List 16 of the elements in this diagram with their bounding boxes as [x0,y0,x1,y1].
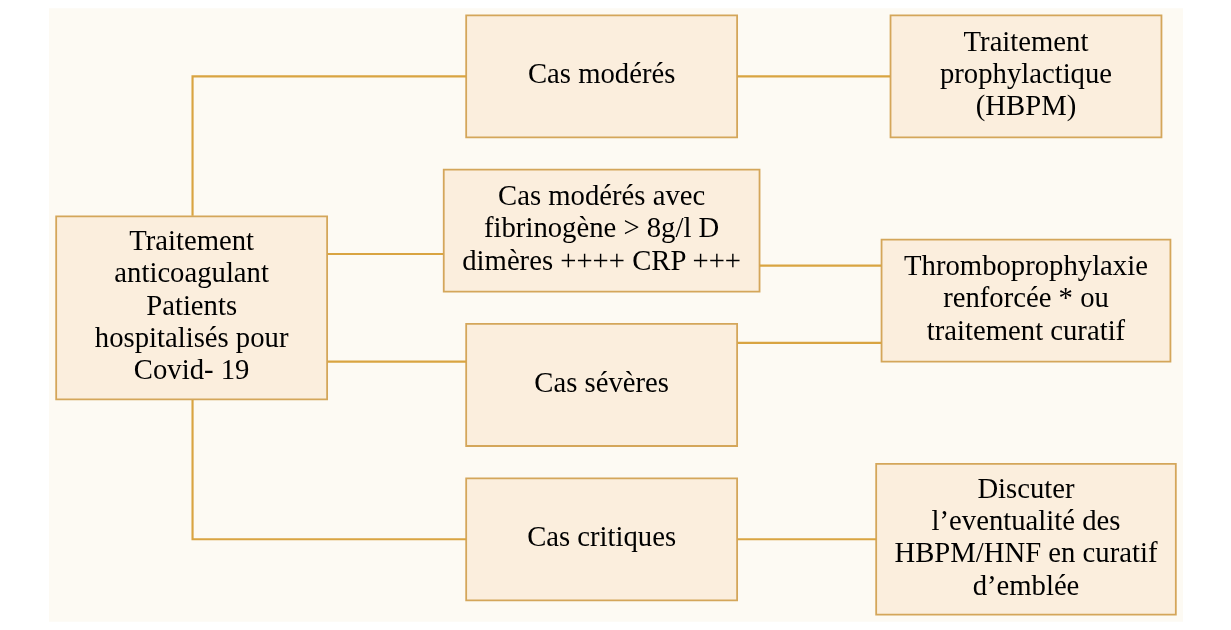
connector [759,264,881,267]
connector [190,399,466,541]
node-box: Traitement anticoagulant Patients hospitalisés pour Covid- 19 [54,215,328,401]
node-box: Cas modérés [464,14,738,139]
node-box: Traitement prophylactique (HBPM) [889,14,1162,139]
node-box: Discuter l’eventualité des HBPM/HNF en curatif d’emblée [874,463,1177,616]
node-box: Cas modérés avec fibrinogène > 8g/l D dimères ++++ CRP +++ [442,168,760,293]
connector [737,75,890,78]
connector [327,360,466,363]
node-box: Cas sévères [464,323,738,447]
connector [190,75,466,216]
connector [737,341,881,344]
connector [737,538,876,541]
node-box: Thromboprophylaxie renforcée * ou traitement curatif [880,238,1171,363]
connector [327,252,443,256]
node-box: Cas critiques [464,477,738,602]
